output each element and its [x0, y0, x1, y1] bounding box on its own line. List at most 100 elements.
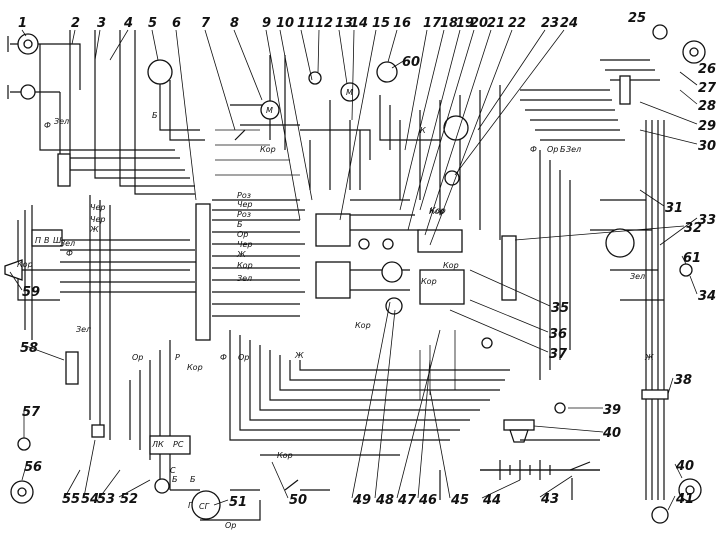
callout-number: 40: [675, 459, 694, 474]
wire-label: Зел: [76, 325, 91, 334]
wire-label: Б: [237, 220, 243, 229]
callout-number: 61: [683, 251, 701, 266]
horn-59: [4, 259, 23, 281]
callout-number: 3: [97, 16, 106, 31]
terminal-label: Б: [190, 475, 196, 484]
callout-number: 44: [482, 493, 501, 508]
wire-label: Чер: [90, 215, 105, 224]
battery-44: [480, 460, 600, 480]
callout-number: 38: [674, 373, 692, 388]
gauge-23: [443, 115, 469, 141]
connector-58: [65, 351, 79, 385]
wire-label: Роз: [237, 191, 251, 200]
callout-number: 32: [684, 221, 702, 236]
callout-number: 31: [665, 201, 683, 216]
wire-label: Кор: [355, 321, 371, 330]
wire-label: Кор: [17, 260, 33, 269]
wire-label: Ф: [66, 249, 73, 258]
terminal-label: М: [346, 88, 353, 97]
switch-47: [481, 337, 493, 349]
callout-number: 9: [262, 16, 271, 31]
terminal-label: П: [35, 236, 41, 245]
callout-number: 18: [440, 16, 458, 31]
callout-number: 41: [675, 492, 694, 507]
wire-label: Зел: [566, 145, 581, 154]
generator-51: [191, 490, 221, 520]
callout-number: 19: [456, 16, 474, 31]
wire-label: Кор: [187, 363, 203, 372]
callout-number: 39: [603, 403, 621, 418]
callout-numbers: 1 2 3 4 5 6 7 8 9 10 11 12 13 14 15 16 1…: [18, 11, 717, 510]
wire-label: Ф: [44, 121, 51, 130]
lamp-41: [651, 506, 669, 524]
wire-label: Роз: [237, 210, 251, 219]
wire-label: Чер: [90, 203, 105, 212]
wiring-harness: [10, 30, 665, 521]
motor-8: [260, 100, 280, 120]
horn-40: [503, 419, 535, 443]
callout-number: 29: [698, 119, 716, 134]
callout-number: 24: [560, 16, 578, 31]
callout-number: 50: [289, 493, 307, 508]
callout-number: 1: [18, 16, 27, 31]
callout-number: 23: [541, 16, 559, 31]
terminal-labels: П В Ш ЛК РС СГ М М Г Б Б С К: [35, 88, 426, 511]
callout-number: 20: [470, 16, 488, 31]
fuse-block-lower: [315, 261, 351, 299]
terminal-label: В: [44, 236, 50, 245]
lamp-39: [554, 402, 566, 414]
wire-label: Ж: [236, 250, 246, 259]
callout-number: 55: [62, 492, 80, 507]
switch-7: [234, 129, 246, 141]
headlamp-left-bottom: [10, 480, 34, 504]
callout-number: 57: [22, 405, 41, 420]
wire-label: Кор: [237, 261, 253, 270]
wire-label: Кор: [260, 145, 276, 154]
wire-label: Кор: [421, 277, 437, 286]
connector-28: [619, 75, 631, 105]
wire-label: Зел: [630, 272, 645, 281]
callout-number: 2: [71, 16, 80, 31]
wire-label: Кор: [429, 207, 445, 216]
gauge-16: [376, 61, 398, 83]
callout-number: 5: [148, 16, 157, 31]
wire-label: Ор: [237, 230, 248, 239]
indicator-lamp-17: [382, 238, 394, 250]
callout-number: 45: [450, 493, 469, 508]
callout-number: 56: [24, 460, 42, 475]
wire-label: Ор: [238, 353, 249, 362]
wire-label: Зел: [60, 239, 75, 248]
wire-label: Ор: [132, 353, 143, 362]
callout-number: 28: [698, 99, 716, 114]
callout-number: 40: [602, 426, 621, 441]
headlamp-left-top: [7, 33, 39, 55]
relay-36: [419, 269, 465, 305]
side-lamp-left-top: [7, 84, 36, 100]
callout-number: 16: [393, 16, 411, 31]
switch-50: [284, 479, 299, 491]
terminal-label: Ш: [53, 236, 62, 245]
wire-label: Ор: [547, 145, 558, 154]
wire-label: Ж: [89, 225, 99, 234]
wire-label: Б: [560, 145, 566, 154]
terminal-label: Г: [188, 501, 193, 510]
wire-label: Ор: [225, 521, 236, 530]
callout-number: 30: [698, 139, 716, 154]
wire-label: Кор: [430, 206, 446, 215]
callout-number: 35: [551, 301, 569, 316]
callout-number: 37: [549, 347, 568, 362]
connector-38: [641, 389, 669, 400]
leader-lines: [9, 29, 698, 511]
lamp-12: [308, 71, 322, 85]
terminal-label: Б: [172, 475, 178, 484]
callout-number: 13: [335, 16, 353, 31]
callout-number: 58: [20, 341, 38, 356]
callout-number: 15: [372, 16, 390, 31]
wire-label: Зел: [237, 274, 252, 283]
callout-number: 21: [487, 16, 505, 31]
callout-number: 36: [549, 327, 567, 342]
callout-number: 54: [81, 492, 99, 507]
callout-number: 14: [350, 16, 368, 31]
callout-number: 51: [229, 495, 247, 510]
wire-label: Ф: [530, 145, 537, 154]
